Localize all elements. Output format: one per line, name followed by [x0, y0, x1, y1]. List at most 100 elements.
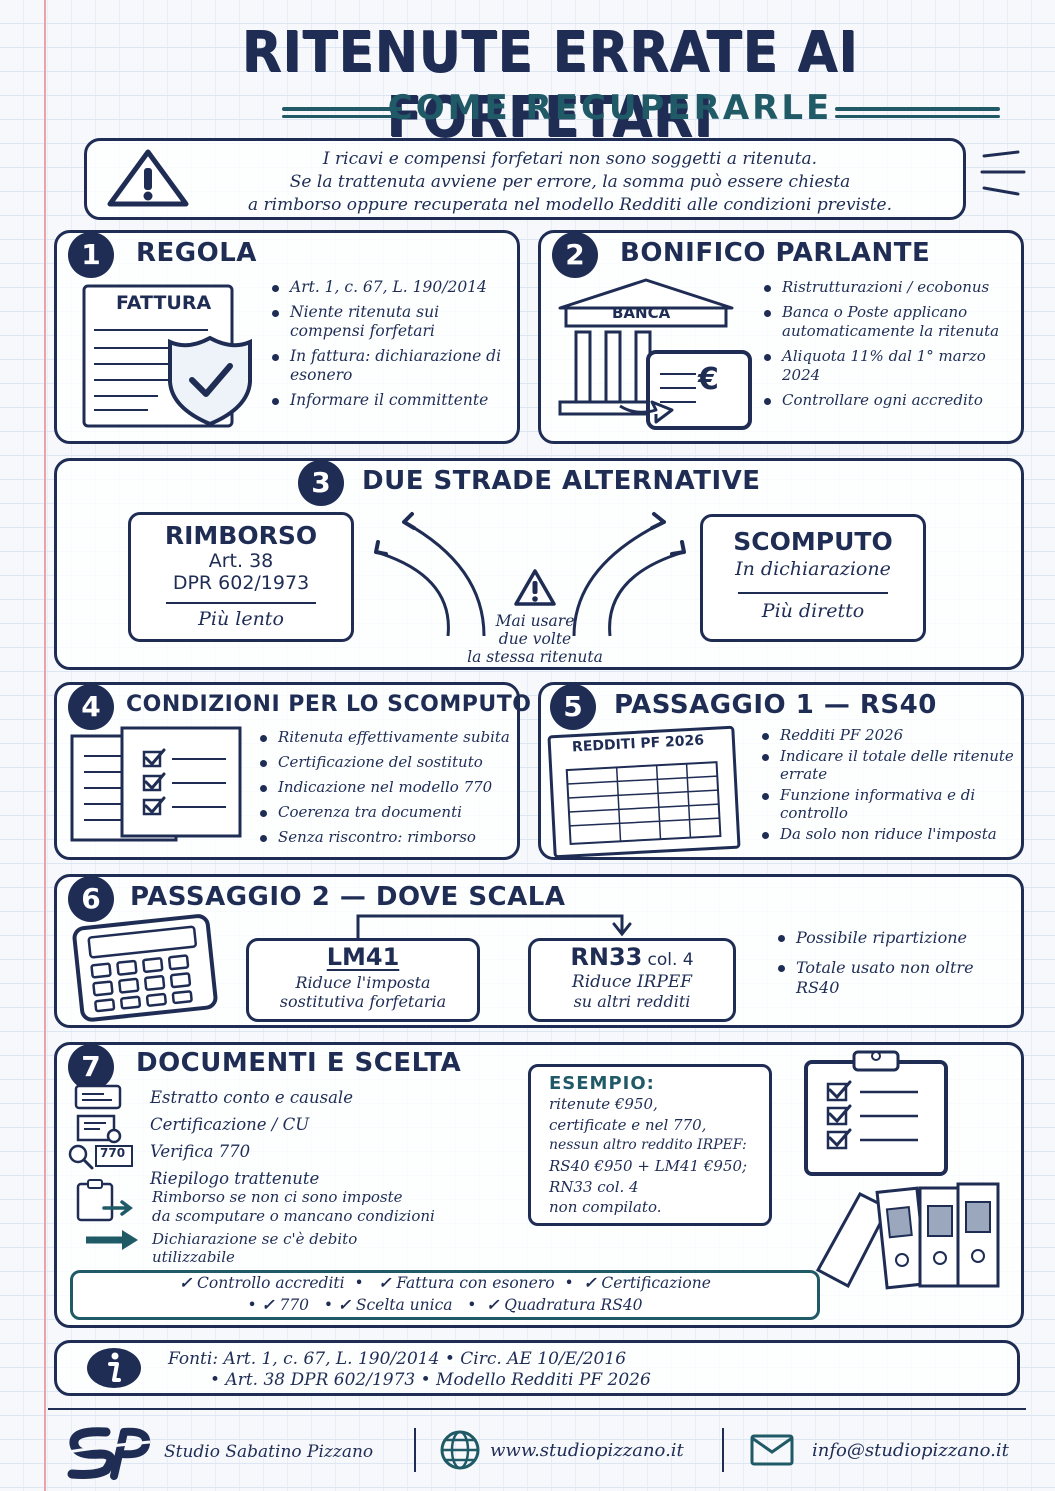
section-number: 2 — [552, 232, 598, 278]
checklist-row: • ✓ 770 • ✓ Scelta unica • ✓ Quadratura … — [247, 1295, 643, 1314]
check-item: Controllo accrediti — [197, 1274, 345, 1292]
choice-declaration: Dichiarazione se c'è debito utilizzabile — [152, 1230, 357, 1266]
website-link[interactable]: www.studiopizzano.it — [490, 1440, 684, 1461]
subtitle-left-rule — [282, 107, 402, 118]
bank-icon — [558, 278, 752, 430]
bullet-item: Ritenuta effettivamente subita — [256, 728, 518, 747]
intro-text: I ricavi e compensi forfetari non sono s… — [180, 148, 960, 217]
bullet-item: Indicare il totale delle ritenute errate — [758, 747, 1018, 783]
regola-bullets: Art. 1, c. 67, L. 190/2014 Niente ritenu… — [268, 278, 513, 416]
intro-line: Se la trattenuta avviene per errore, la … — [289, 172, 851, 192]
example-line: RS40 €950 + LM41 €950; — [549, 1157, 748, 1175]
example-line: non compilato. — [549, 1198, 662, 1216]
lm41-desc: sostitutiva forfetaria — [279, 992, 447, 1011]
scomputo-title: SCOMPUTO — [733, 527, 893, 556]
calculator-icon — [72, 914, 218, 1022]
choice-line: da scomputare o mancano condizioni — [152, 1207, 435, 1225]
document-item: Verifica 770 — [150, 1142, 251, 1161]
example-line: nessun altro reddito IRPEF: — [549, 1137, 747, 1153]
bullet-item: Banca o Poste applicano automaticamente … — [760, 303, 1018, 341]
footer-rule — [48, 1408, 1026, 1410]
bullet-item: Aliquota 11% dal 1° marzo 2024 — [760, 347, 1018, 385]
choice-line: Dichiarazione se c'è debito — [152, 1230, 358, 1248]
section-number: 6 — [68, 876, 114, 922]
subtitle-right-rule — [835, 107, 1000, 118]
rn33-title: RN33 — [570, 943, 643, 971]
section-title: REGOLA — [136, 238, 257, 268]
checklist-row: ✓ Controllo accrediti • ✓ Fattura con es… — [179, 1273, 711, 1292]
section-title: DUE STRADE ALTERNATIVE — [362, 466, 761, 496]
example-line: certificate e nel 770, — [549, 1116, 707, 1134]
emphasis-marks-icon — [980, 150, 1026, 196]
warning-text: Mai usare due volte la stessa ritenuta — [440, 612, 630, 666]
subtitle-block: COME RECUPERARLE — [200, 88, 1020, 132]
bullet-item: Ristrutturazioni / ecobonus — [760, 278, 1018, 297]
sources-text: Fonti: Art. 1, c. 67, L. 190/2014 • Circ… — [168, 1349, 651, 1391]
example-card: ESEMPIO: ritenute €950, certificate e ne… — [528, 1064, 772, 1226]
warning-icon — [107, 149, 189, 207]
choice-refund: Rimborso se non ci sono imposte da scomp… — [152, 1188, 435, 1226]
checklist-documents-icon — [70, 726, 242, 842]
rn33-heading: RN33 col. 4 — [531, 943, 733, 971]
rimborso-line: Art. 38 — [208, 550, 274, 572]
rimborso-line: DPR 602/1973 — [172, 572, 310, 594]
check-icon: ✓ — [583, 1273, 597, 1292]
rimborso-card: RIMBORSO Art. 38 DPR 602/1973 Più lento — [128, 512, 354, 642]
section-number: 5 — [550, 684, 596, 730]
section-title: PASSAGGIO 1 — RS40 — [614, 690, 937, 720]
rn33-col: col. 4 — [647, 950, 694, 970]
magnifier-icon — [68, 1144, 133, 1170]
checklist-bar — [70, 1270, 820, 1320]
bullet-item: In fattura: dichiarazione di esonero — [268, 347, 513, 385]
studio-logo-icon — [67, 1427, 151, 1480]
warning-line: due volte — [498, 630, 572, 648]
bullet-item: Coerenza tra documenti — [256, 803, 518, 822]
bank-label: BANCA — [612, 304, 671, 322]
globe-icon[interactable] — [438, 1428, 482, 1472]
passaggio-2-bullets: Possibile ripartizione Totale usato non … — [774, 928, 1004, 1004]
arrow-right-icon — [86, 1230, 138, 1250]
example-title: ESEMPIO: — [549, 1073, 655, 1094]
bracket-arrow-icon — [356, 914, 632, 940]
rn33-card: RN33 col. 4 Riduce IRPEF su altri reddit… — [528, 938, 736, 1022]
binders-icon — [815, 1182, 1000, 1290]
check-icon: ✓ — [179, 1273, 193, 1292]
bullet-item: Da solo non riduce l'imposta — [758, 825, 1018, 843]
mail-icon[interactable] — [750, 1434, 796, 1466]
scomputo-line: In dichiarazione — [735, 558, 891, 580]
invoice-shield-icon — [82, 284, 252, 428]
bullet-item: Indicazione nel modello 770 — [256, 778, 518, 797]
section-title: CONDIZIONI PER LO SCOMPUTO — [126, 692, 532, 717]
document-item: Estratto conto e causale — [150, 1088, 353, 1107]
bullet-item: Senza riscontro: rimborso — [256, 828, 518, 847]
sources-box — [54, 1340, 1020, 1396]
choice-line: Rimborso se non ci sono imposte — [152, 1188, 403, 1206]
divider — [738, 592, 888, 594]
bullet-item: Art. 1, c. 67, L. 190/2014 — [268, 278, 513, 297]
rimborso-note: Più lento — [198, 608, 284, 630]
bullet-item: Funzione informativa e di controllo — [758, 786, 1018, 822]
email-link[interactable]: info@studiopizzano.it — [812, 1440, 1009, 1461]
choice-line: utilizzabile — [152, 1248, 235, 1266]
example-line: ritenute €950, — [549, 1095, 658, 1113]
check-item: Fattura con esonero — [396, 1274, 555, 1292]
check-icon: ✓ — [378, 1273, 392, 1292]
warning-line: la stessa ritenuta — [467, 648, 603, 666]
clipboard-checklist-icon — [804, 1050, 948, 1176]
certificate-icon — [76, 1114, 122, 1144]
lm41-desc: Riduce l'imposta — [295, 973, 431, 992]
bullet-item: Niente ritenuta sui compensi forfetari — [268, 303, 513, 341]
check-icon: ✓ — [261, 1295, 275, 1314]
clipboard-arrow-icon — [76, 1179, 133, 1222]
passaggio-1-bullets: Redditi PF 2026 Indicare il totale delle… — [758, 726, 1018, 846]
document-item: Riepilogo trattenute — [150, 1169, 320, 1188]
bonifico-bullets: Ristrutturazioni / ecobonus Banca o Post… — [760, 278, 1018, 416]
section-title: BONIFICO PARLANTE — [620, 238, 931, 268]
invoice-label: FATTURA — [116, 292, 212, 314]
form-770-label: 770 — [100, 1146, 126, 1160]
condizioni-bullets: Ritenuta effettivamente subita Certifica… — [256, 728, 518, 853]
section-title: PASSAGGIO 2 — DOVE SCALA — [130, 882, 566, 912]
sources-line: • Art. 38 DPR 602/1973 • Modello Redditi… — [210, 1370, 651, 1390]
sources-label: Fonti: — [168, 1349, 219, 1369]
info-icon — [87, 1348, 141, 1388]
